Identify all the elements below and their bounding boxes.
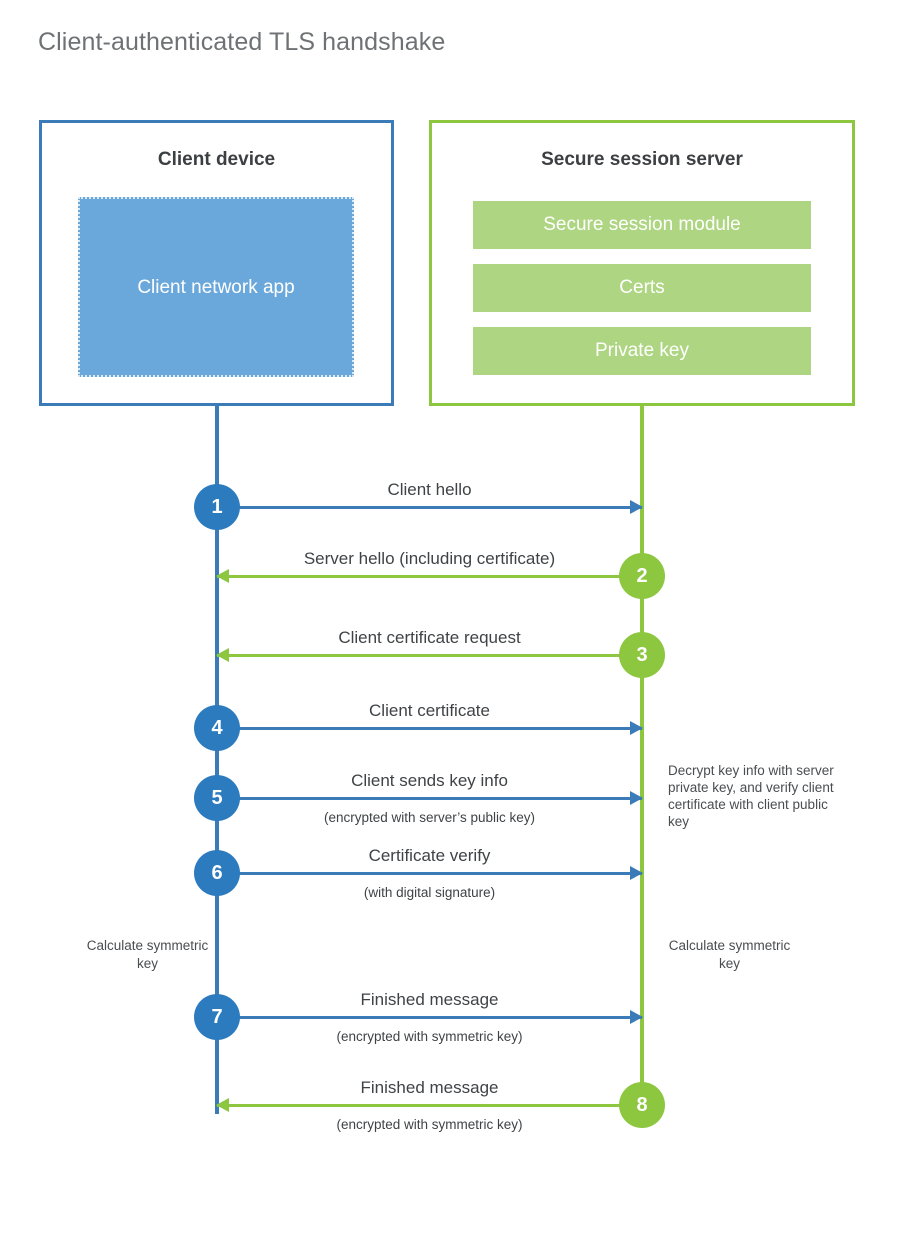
message-label-6: Certificate verify bbox=[368, 846, 491, 865]
server-component-private-key: Private key bbox=[473, 327, 811, 375]
step-circle-8[interactable]: 8 bbox=[619, 1082, 665, 1128]
arrowhead-left-icon bbox=[216, 648, 229, 662]
server-lifeline bbox=[640, 406, 644, 1106]
message-arrow-3: Client certificate request bbox=[216, 628, 642, 662]
message-sublabel-5: (encrypted with server’s public key) bbox=[323, 810, 536, 825]
step-circle-5[interactable]: 5 bbox=[194, 775, 240, 821]
message-label-4: Client certificate bbox=[369, 701, 490, 720]
message-label-5: Client sends key info bbox=[351, 771, 508, 790]
message-arrow-2: Server hello (including certificate) bbox=[216, 549, 642, 583]
message-arrow-1: Client hello bbox=[217, 480, 643, 514]
message-label-3: Client certificate request bbox=[338, 628, 521, 647]
client-device-title: Client device bbox=[157, 149, 276, 170]
arrowhead-left-icon bbox=[216, 569, 229, 583]
client-device-box: Client device Client network app bbox=[39, 120, 394, 406]
step-circle-3[interactable]: 3 bbox=[619, 632, 665, 678]
message-sublabel-6: (with digital signature) bbox=[363, 885, 496, 900]
client-network-app-label: Client network app bbox=[137, 276, 295, 298]
client-calculate-symmetric-key-note: Calculate symmetric key bbox=[86, 938, 209, 971]
client-network-app-block: Client network app bbox=[78, 197, 354, 377]
server-calculate-symmetric-key-note: Calculate symmetric key bbox=[668, 938, 791, 971]
arrowhead-right-icon bbox=[630, 791, 643, 805]
arrowhead-right-icon bbox=[630, 866, 643, 880]
step-circle-6[interactable]: 6 bbox=[194, 850, 240, 896]
arrowhead-right-icon bbox=[630, 721, 643, 735]
message-arrow-6: Certificate verify (with digital signatu… bbox=[217, 846, 643, 900]
server-component-certs: Certs bbox=[473, 264, 811, 312]
arrowhead-right-icon bbox=[630, 500, 643, 514]
message-sublabel-8: (encrypted with symmetric key) bbox=[336, 1117, 523, 1132]
message-arrow-7: Finished message (encrypted with symmetr… bbox=[217, 990, 643, 1044]
message-label-1: Client hello bbox=[387, 480, 472, 499]
server-decrypt-note: Decrypt key info with server private key… bbox=[668, 763, 834, 829]
server-component-secure-session-module: Secure session module bbox=[473, 201, 811, 249]
message-arrow-4: Client certificate bbox=[217, 701, 643, 735]
step-circle-4[interactable]: 4 bbox=[194, 705, 240, 751]
message-label-2: Server hello (including certificate) bbox=[303, 549, 556, 568]
step-circle-2[interactable]: 2 bbox=[619, 553, 665, 599]
client-lifeline bbox=[215, 406, 219, 1114]
step-circle-7[interactable]: 7 bbox=[194, 994, 240, 1040]
message-label-8: Finished message bbox=[360, 1078, 499, 1097]
arrowhead-left-icon bbox=[216, 1098, 229, 1112]
secure-session-server-title: Secure session server bbox=[541, 149, 743, 170]
step-circle-1[interactable]: 1 bbox=[194, 484, 240, 530]
arrowhead-right-icon bbox=[630, 1010, 643, 1024]
secure-session-server-box: Secure session server Secure session mod… bbox=[429, 120, 855, 406]
page-title: Client-authenticated TLS handshake bbox=[38, 28, 446, 56]
message-label-7: Finished message bbox=[360, 990, 499, 1009]
message-arrow-5: Client sends key info (encrypted with se… bbox=[217, 771, 643, 825]
message-arrow-8: Finished message (encrypted with symmetr… bbox=[216, 1078, 642, 1132]
message-sublabel-7: (encrypted with symmetric key) bbox=[336, 1029, 523, 1044]
